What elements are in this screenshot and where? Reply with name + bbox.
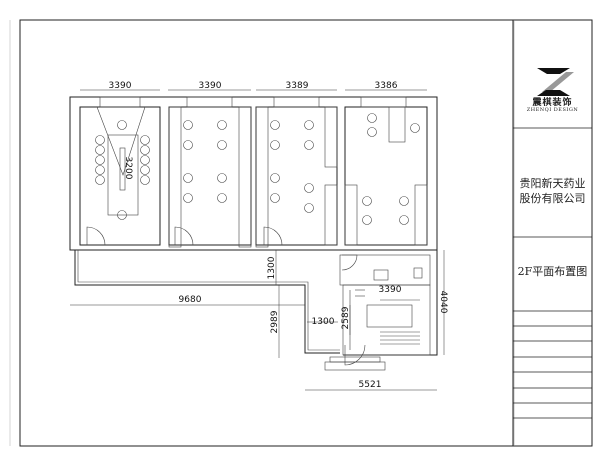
dim-room-4: 3386 [375,81,398,91]
dimension-labels: 3390 3390 3389 3386 3200 9680 1300 2989 … [109,81,448,390]
chair-icon [367,127,377,137]
chair-icon [95,145,105,155]
dim-room-3: 3389 [286,81,309,91]
sheet-frame [19,19,593,447]
dim-stair-depth: 2589 [341,306,351,329]
dim-corridor-width-2: 1300 [312,317,335,327]
dim-room-2: 3390 [199,81,222,91]
chair-icon [140,155,150,165]
chair-icon [217,140,227,150]
client-name-line-1: 贵阳新天药业 [519,177,586,190]
chair-icon [304,140,314,150]
logo-name: 震棋装饰 [532,98,573,108]
chair-icon [362,196,372,206]
client-name-line-2: 股份有限公司 [519,192,586,205]
chairs [95,113,420,225]
chair-icon [140,175,150,185]
chair-icon [95,155,105,165]
chair-icon [362,215,372,225]
chair-icon [304,183,314,193]
desk [414,184,428,246]
dim-meeting-room: 3200 [123,157,133,180]
chair-icon [140,145,150,155]
meeting-table [107,134,139,216]
chair-icon [117,120,127,130]
dimension-lines [70,89,445,391]
chair-icon [95,175,105,185]
chair-icon [183,173,193,183]
chair-icon [95,135,105,145]
chair-icon [304,203,314,213]
desk [238,106,252,248]
chair-icon [270,193,280,203]
dim-stair-run: 2989 [270,310,280,333]
dim-bottom-width: 5521 [359,380,382,390]
chair-icon [117,210,127,220]
chair-icon [183,120,193,130]
chair-icon [217,173,227,183]
desks [168,106,428,248]
chair-icon [367,113,377,123]
chair-icon [270,120,280,130]
dim-stair-width: 3390 [379,285,402,295]
building-walls [69,96,438,371]
desk [168,106,182,248]
chair-icon [304,120,314,130]
entrance-steps [324,344,386,371]
title-block-dividers [513,127,592,419]
chair-icon [410,123,420,133]
desk [344,184,358,246]
chair-icon [140,165,150,175]
desk [324,106,338,168]
dim-corridor-length: 9680 [179,295,202,305]
sink-icon [373,269,389,281]
doors [86,226,358,271]
chair-icon [270,140,280,150]
toilet-icon [413,267,423,279]
chair-icon [183,193,193,203]
chair-icon [95,165,105,175]
desk [255,106,269,248]
chair-icon [399,215,409,225]
chair-icon [183,140,193,150]
desk [324,184,338,246]
chair-icon [217,193,227,203]
drawing-title: 2F平面布置图 [517,265,588,278]
logo-subtitle: ZHENQI DESIGN [526,107,579,113]
dim-room-1: 3390 [109,81,132,91]
dim-corridor-width: 1300 [267,256,277,279]
chair-icon [217,120,227,130]
chair-icon [399,196,409,206]
chair-icon [140,135,150,145]
chair-icon [270,173,280,183]
desk [388,106,406,143]
dim-right-height: 4040 [438,291,448,314]
logo-mark [537,68,574,96]
